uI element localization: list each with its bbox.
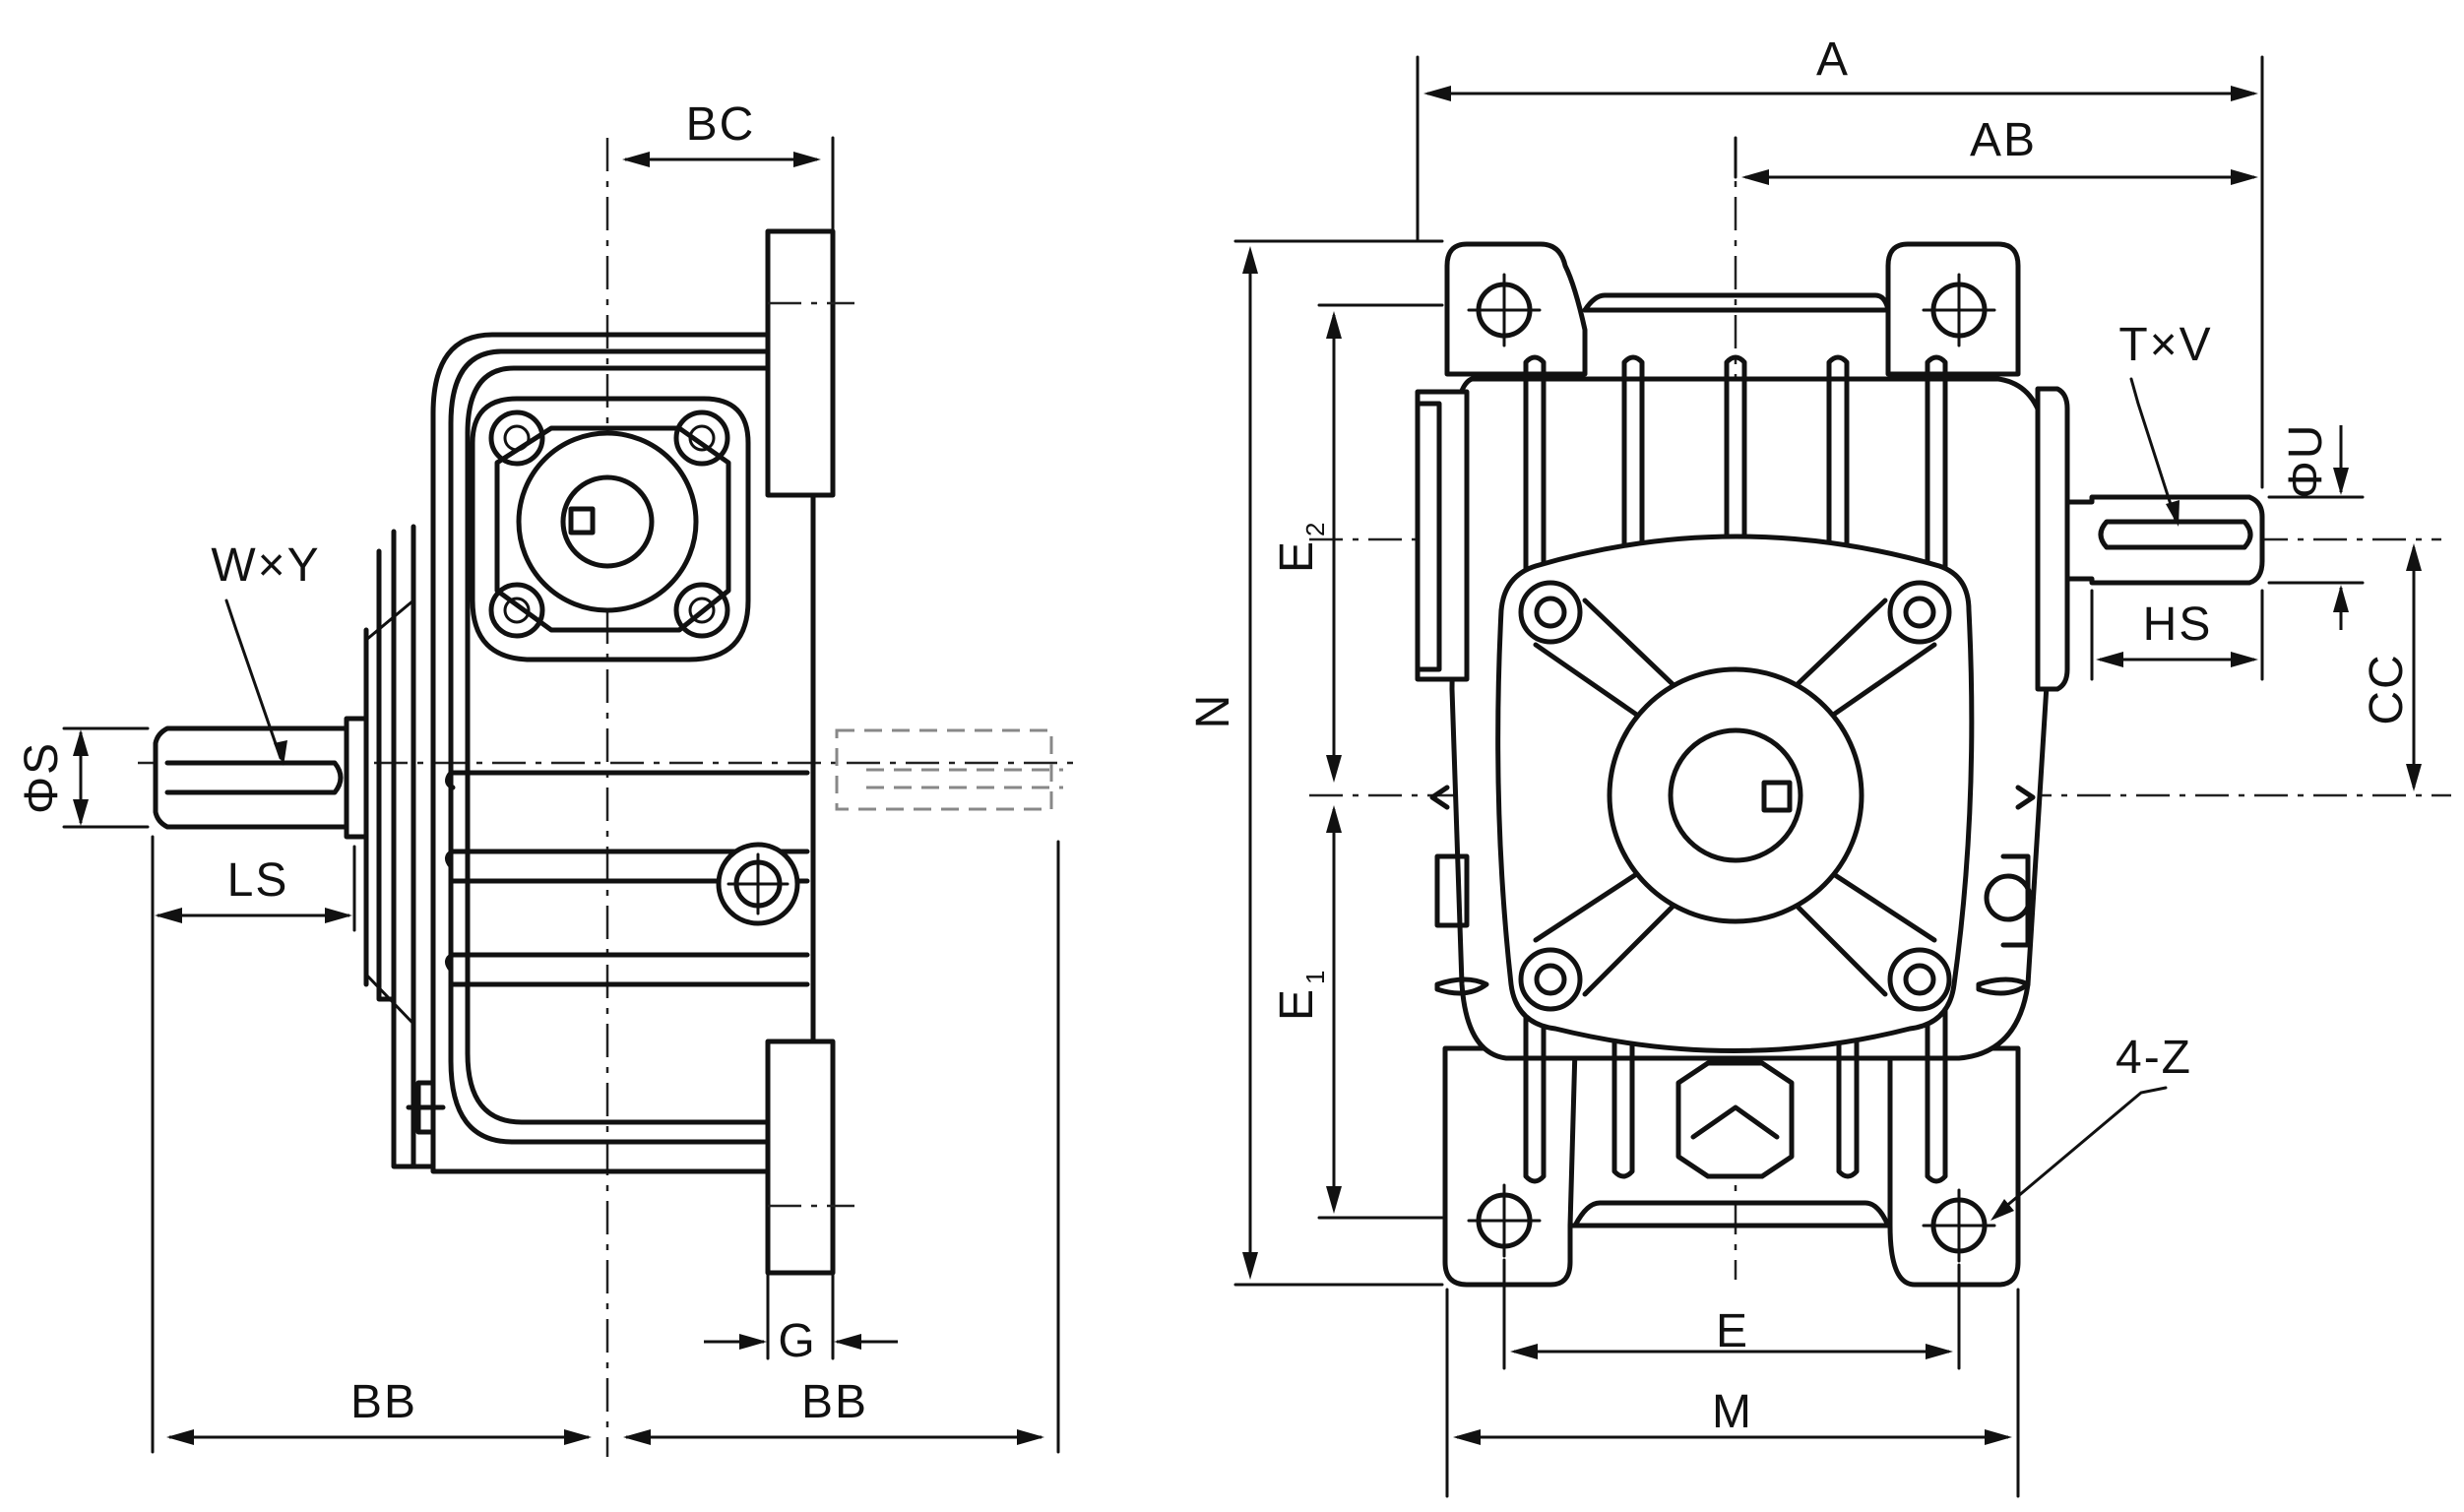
dim-BB-right-label: BB: [801, 1376, 868, 1428]
dim-E2-subscript: 2: [1300, 523, 1330, 536]
hole-4Z-label: 4-Z: [2116, 1032, 2192, 1084]
dim-E2-label: E: [1271, 539, 1323, 573]
bottom-mounting-foot: [765, 1039, 836, 1276]
dim-CC-label: CC: [2361, 653, 2413, 724]
input-flange: [391, 529, 436, 1169]
input-bearing-cap: [2035, 386, 2070, 692]
key-WxY-label: W×Y: [211, 539, 320, 592]
top-mounting-foot: [765, 228, 836, 498]
cover-bolt-heads: [1518, 580, 1952, 1012]
dim-LS-label: LS: [227, 854, 289, 907]
dim-E1-subscript: 1: [1300, 971, 1330, 984]
output-bore: [560, 474, 655, 569]
key-WxY-leader: [224, 598, 283, 760]
dim-G-label: G: [778, 1315, 816, 1367]
output-flange: [470, 396, 751, 662]
front-input-shaft: [2064, 494, 2265, 586]
flange-bolt-heads: [488, 410, 730, 639]
input-end-cover: [1415, 389, 1470, 682]
hole-4Z-leader: [1996, 1086, 2168, 1215]
side-view: BC LS ΦS W×Y G BB BB: [16, 98, 1073, 1457]
dim-BC-label: BC: [686, 98, 756, 151]
dim-E-label: E: [1716, 1305, 1749, 1357]
bottom-left-foot: [1442, 1045, 1578, 1288]
dim-M-label: M: [1712, 1386, 1753, 1438]
front-output-bore: [1668, 727, 1803, 863]
front-output-keyway: [1761, 780, 1793, 813]
dim-HS-label: HS: [2143, 598, 2213, 651]
dim-S-label: ΦS: [16, 741, 68, 814]
front-input-key: [2098, 519, 2253, 550]
dim-N-label: N: [1187, 693, 1239, 729]
vent-fitting: [406, 1080, 446, 1135]
front-ribs: [1523, 354, 1948, 1184]
front-view: A AB N E 2 E 1 E: [1187, 33, 2451, 1498]
alternate-output-shaft: [835, 728, 1063, 811]
output-keyway: [568, 506, 596, 536]
input-shaft-key: [164, 760, 344, 795]
dim-A-label: A: [1816, 33, 1850, 86]
input-shaft: [153, 725, 349, 830]
output-hub: [516, 430, 699, 613]
foot-bolt-holes: [1467, 273, 1996, 1263]
dim-U-label: ΦU: [2280, 423, 2332, 499]
key-TxV-label: T×V: [2118, 319, 2212, 371]
dim-BB-left-label: BB: [350, 1376, 417, 1428]
dim-AB-label: AB: [1970, 114, 2037, 166]
front-output-hub: [1607, 666, 1864, 924]
key-TxV-leader: [2129, 377, 2178, 522]
housing-outline: [430, 332, 771, 1174]
dim-E1-label: E: [1271, 987, 1323, 1021]
drain-hex-plug: [1675, 1060, 1795, 1179]
